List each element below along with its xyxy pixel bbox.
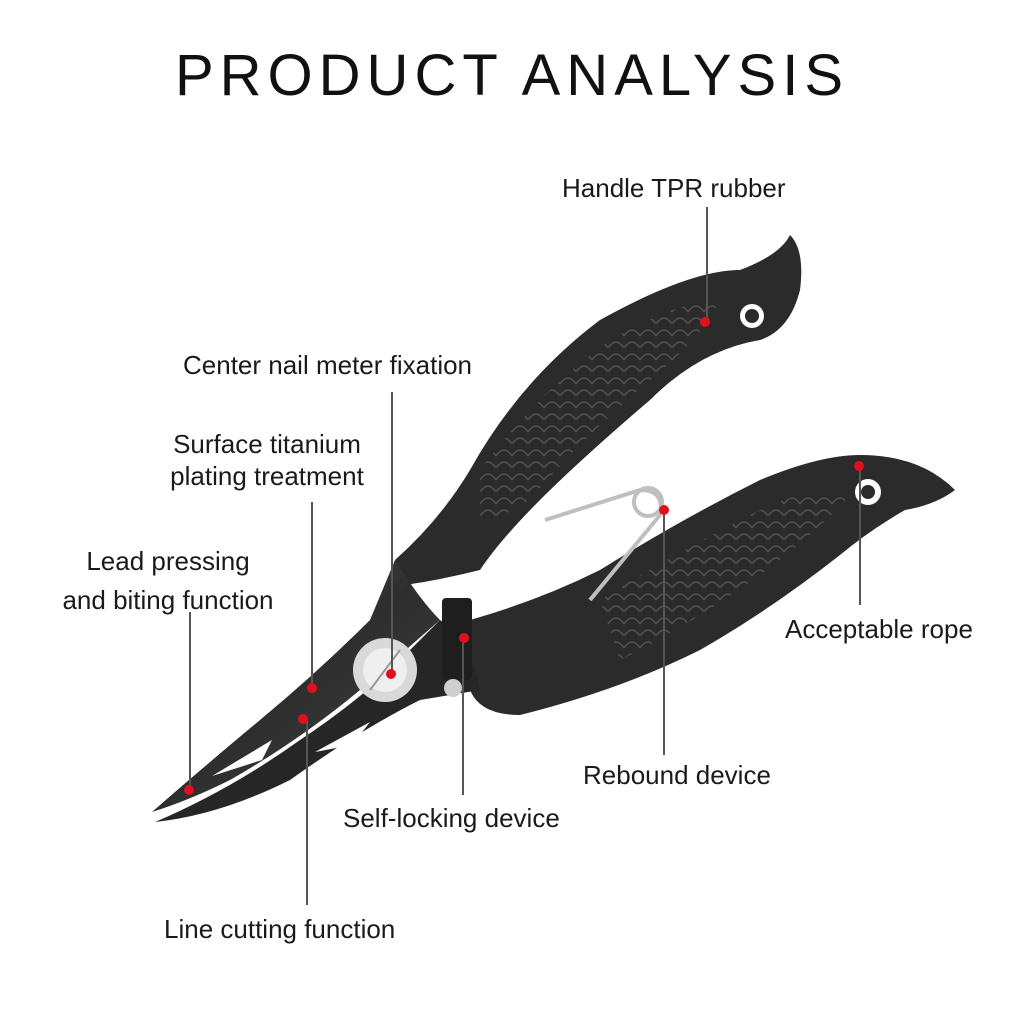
upper-handle	[395, 235, 802, 585]
page-title: PRODUCT ANALYSIS	[174, 43, 850, 108]
label-acceptable-rope: Acceptable rope	[785, 614, 973, 644]
label-lead-line1: Lead pressing	[86, 546, 250, 576]
marker-rebound	[659, 505, 669, 515]
marker-self-locking	[459, 633, 469, 643]
label-surface-line2: plating treatment	[170, 461, 364, 491]
leader-lines	[189, 207, 861, 905]
jaws	[152, 560, 480, 822]
self-locking-clip	[442, 598, 472, 697]
marker-center-nail	[386, 669, 396, 679]
marker-surface	[307, 683, 317, 693]
lower-handle	[470, 455, 955, 715]
label-rebound-device: Rebound device	[583, 760, 771, 790]
label-handle-tpr-rubber: Handle TPR rubber	[562, 173, 786, 203]
label-surface-line1: Surface titanium	[173, 429, 361, 459]
marker-lead	[184, 785, 194, 795]
marker-rope	[854, 461, 864, 471]
marker-handle	[700, 317, 710, 327]
label-line-cutting-function: Line cutting function	[164, 914, 396, 944]
label-lead-line2: and biting function	[62, 585, 274, 615]
markers	[184, 317, 864, 795]
label-center-nail: Center nail meter fixation	[183, 350, 473, 380]
marker-line-cutting	[298, 714, 308, 724]
label-self-locking-device: Self-locking device	[343, 803, 560, 833]
rebound-spring	[544, 486, 664, 602]
